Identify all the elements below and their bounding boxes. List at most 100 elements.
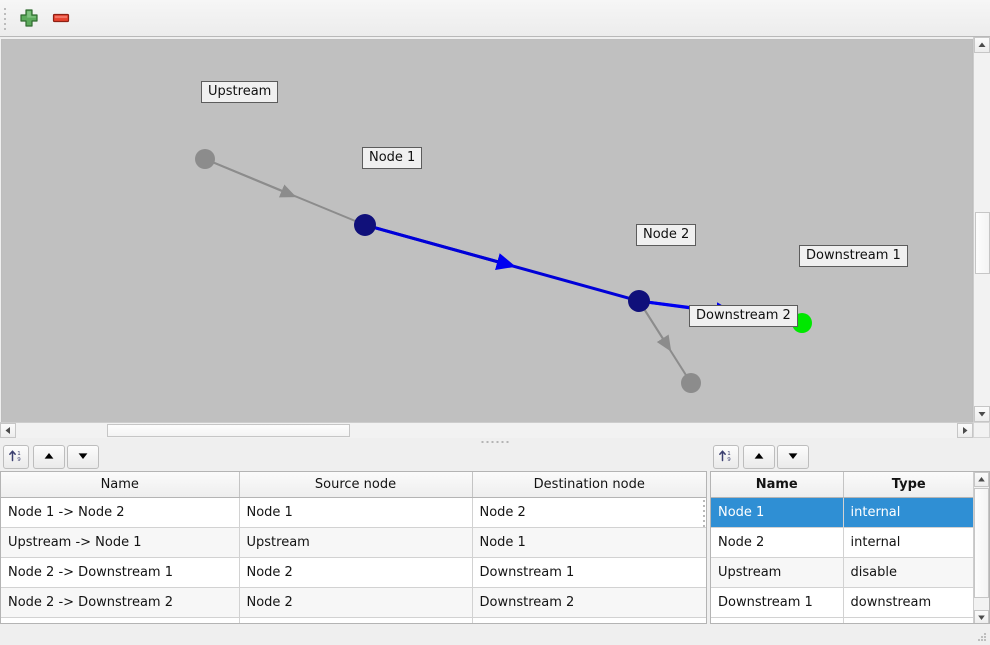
- scroll-left-button[interactable]: [0, 423, 16, 438]
- node-label-node1[interactable]: Node 1: [362, 147, 423, 169]
- triangle-down-icon: [978, 412, 986, 417]
- edge-destination: Downstream 1: [472, 557, 706, 588]
- nodes-panel: 1 9 Name Type: [710, 443, 990, 624]
- table-row[interactable]: Node 2 -> Downstream 1 Node 2 Downstream…: [1, 557, 706, 588]
- table-row[interactable]: Node 2 -> Downstream 2 Node 2 Downstream…: [1, 587, 706, 618]
- edge-name: Node 2 -> Downstream 1: [1, 557, 240, 588]
- main-toolbar: [0, 0, 990, 37]
- nodes-scroll-up-button[interactable]: [974, 472, 989, 487]
- graph-canvas[interactable]: Upstream Node 1 Node 2 Downstream 1 Down…: [1, 39, 973, 424]
- edges-toolbar: 1 9: [0, 443, 707, 471]
- table-row[interactable]: Node 1 -> Node 2 Node 1 Node 2: [1, 497, 706, 528]
- edge-source: Upstream: [239, 527, 473, 558]
- edges-column-name[interactable]: Name: [1, 472, 240, 498]
- nodes-sort-button[interactable]: 1 9: [713, 445, 739, 469]
- graph-node-upstream[interactable]: [195, 149, 215, 169]
- minus-icon: [52, 13, 70, 23]
- table-row[interactable]: Node 2 internal: [711, 527, 974, 558]
- node-label-upstream[interactable]: Upstream: [201, 81, 279, 103]
- edge-destination: Node 1: [472, 527, 706, 558]
- table-row-empty: [1, 617, 706, 623]
- node-type: internal: [843, 497, 974, 528]
- nodes-toolbar: 1 9: [710, 443, 990, 471]
- scroll-up-button[interactable]: [974, 37, 990, 53]
- node-type: downstream: [843, 587, 974, 618]
- scroll-right-button[interactable]: [957, 423, 973, 438]
- tables-splitter-grip[interactable]: [703, 500, 707, 527]
- graph-horizontal-scrollbar[interactable]: [0, 422, 990, 438]
- edges-table-header-row: Name Source node Destination node: [1, 472, 706, 498]
- node-label-downstream1[interactable]: Downstream 1: [799, 245, 908, 267]
- node-label-node2[interactable]: Node 2: [636, 224, 697, 246]
- edges-table-element: Name Source node Destination node Node 1…: [1, 472, 706, 623]
- edge-node2-downstream2[interactable]: [638, 300, 692, 384]
- triangle-up-icon: [44, 452, 54, 459]
- graph-panel: Upstream Node 1 Node 2 Downstream 1 Down…: [0, 37, 990, 437]
- triangle-right-icon: [963, 427, 968, 434]
- graph-node-node1[interactable]: [354, 214, 376, 236]
- edge-node1-node2[interactable]: [364, 223, 640, 303]
- triangle-up-icon: [978, 477, 985, 482]
- node-name: Upstream: [711, 557, 844, 588]
- node-type: disable: [843, 557, 974, 588]
- nodes-column-name[interactable]: Name: [711, 472, 844, 498]
- triangle-up-icon: [978, 42, 986, 47]
- edge-name: Node 2 -> Downstream 2: [1, 587, 240, 618]
- nodes-column-type[interactable]: Type: [843, 472, 974, 498]
- table-row[interactable]: Downstream 1 downstream: [711, 587, 974, 618]
- nodes-table-header-row: Name Type: [711, 472, 974, 498]
- edge-destination: Node 2: [472, 497, 706, 528]
- nodes-scroll-thumb[interactable]: [974, 488, 989, 598]
- scrollbar-corner: [973, 422, 990, 438]
- horizontal-scroll-thumb[interactable]: [107, 424, 350, 437]
- node-label-downstream2[interactable]: Downstream 2: [689, 305, 798, 327]
- table-row[interactable]: Node 1 internal: [711, 497, 974, 528]
- table-row-empty: [711, 617, 974, 623]
- vertical-scroll-thumb[interactable]: [975, 212, 990, 274]
- edge-source: Node 1: [239, 497, 473, 528]
- toolbar-drag-handle[interactable]: [4, 8, 9, 30]
- add-button[interactable]: [17, 7, 41, 30]
- splitter-grip[interactable]: [481, 441, 509, 443]
- node-name: Node 1: [711, 497, 844, 528]
- graph-node-downstream2[interactable]: [681, 373, 701, 393]
- scroll-down-button[interactable]: [974, 406, 990, 422]
- edges-column-source[interactable]: Source node: [239, 472, 473, 498]
- graph-node-node2[interactable]: [628, 290, 650, 312]
- nodes-move-down-button[interactable]: [777, 445, 809, 469]
- edges-panel: 1 9 Name Source n: [0, 443, 707, 624]
- triangle-left-icon: [5, 427, 10, 434]
- triangle-down-icon: [788, 452, 798, 459]
- panel-splitter[interactable]: [0, 438, 990, 445]
- window-resize-grip[interactable]: [978, 633, 986, 641]
- sort-ascending-icon: 1 9: [719, 449, 731, 463]
- edge-upstream-node1[interactable]: [204, 158, 366, 226]
- edges-sort-button[interactable]: 1 9: [3, 445, 29, 469]
- triangle-down-icon: [978, 615, 985, 620]
- nodes-table-element: Name Type Node 1 internal Node 2 interna…: [711, 472, 974, 623]
- graph-svg: [195, 149, 812, 393]
- svg-text:1: 1: [17, 450, 21, 456]
- svg-text:9: 9: [17, 457, 21, 463]
- remove-button[interactable]: [49, 7, 73, 30]
- edge-destination: Downstream 2: [472, 587, 706, 618]
- nodes-vertical-scrollbar[interactable]: [973, 472, 989, 623]
- svg-text:1: 1: [727, 450, 731, 456]
- nodes-move-up-button[interactable]: [743, 445, 775, 469]
- edges-column-destination[interactable]: Destination node: [472, 472, 706, 498]
- table-row[interactable]: Upstream -> Node 1 Upstream Node 1: [1, 527, 706, 558]
- node-name: Node 2: [711, 527, 844, 558]
- edge-name: Upstream -> Node 1: [1, 527, 240, 558]
- nodes-table[interactable]: Name Type Node 1 internal Node 2 interna…: [710, 471, 990, 624]
- node-name: Downstream 1: [711, 587, 844, 618]
- edges-move-up-button[interactable]: [33, 445, 65, 469]
- graph-vertical-scrollbar[interactable]: [973, 37, 990, 422]
- table-row[interactable]: Upstream disable: [711, 557, 974, 588]
- plus-icon: [20, 9, 38, 27]
- edges-table[interactable]: Name Source node Destination node Node 1…: [0, 471, 707, 624]
- svg-text:9: 9: [727, 457, 731, 463]
- nodes-scroll-down-button[interactable]: [974, 610, 989, 623]
- edge-source: Node 2: [239, 557, 473, 588]
- edges-move-down-button[interactable]: [67, 445, 99, 469]
